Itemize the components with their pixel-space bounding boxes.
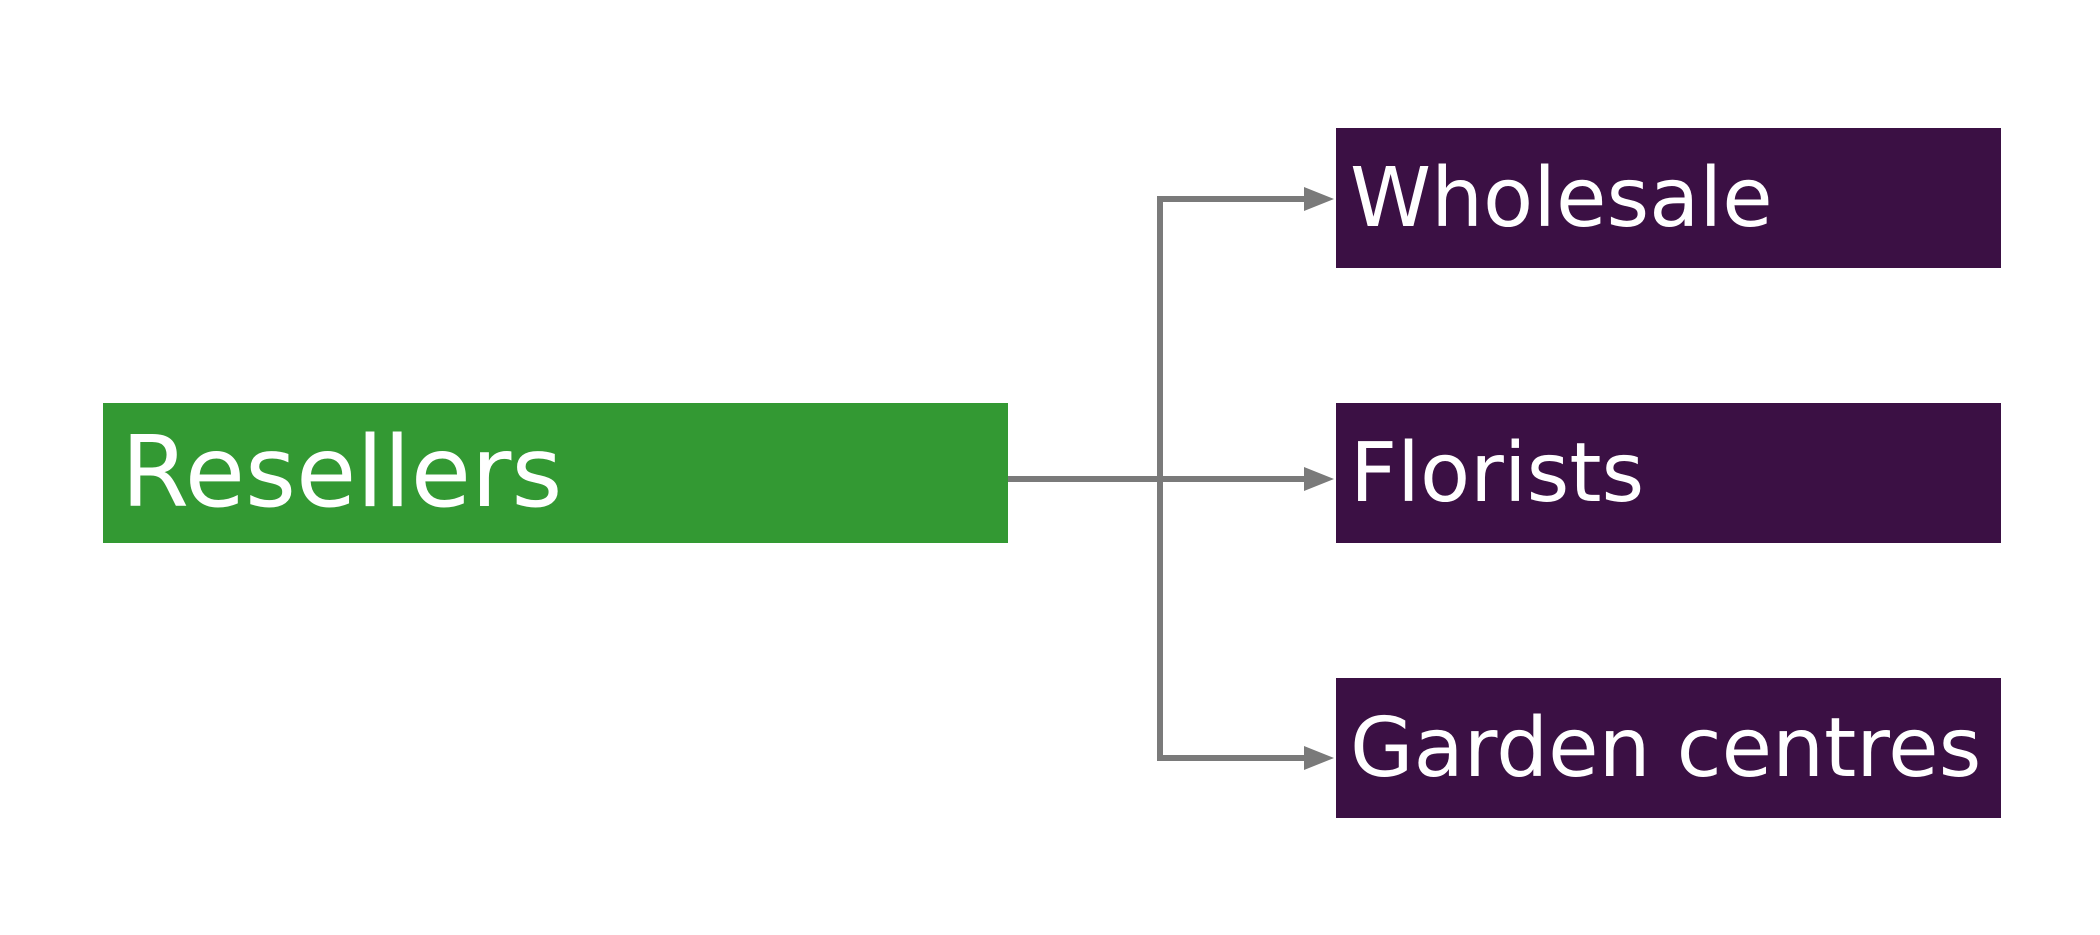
resellers-label: Resellers: [121, 416, 563, 530]
florists-label: Florists: [1350, 425, 1645, 521]
garden-centres-box: Garden centres: [1336, 678, 2001, 818]
arrowhead-florists: [1304, 467, 1334, 491]
garden-centres-label: Garden centres: [1350, 700, 1982, 796]
arrowhead-wholesale: [1304, 187, 1334, 211]
florists-box: Florists: [1336, 403, 2001, 543]
arrowhead-garden-centres: [1304, 746, 1334, 770]
resellers-box: Resellers: [103, 403, 1008, 543]
wholesale-box: Wholesale: [1336, 128, 2001, 268]
wholesale-label: Wholesale: [1350, 150, 1773, 246]
